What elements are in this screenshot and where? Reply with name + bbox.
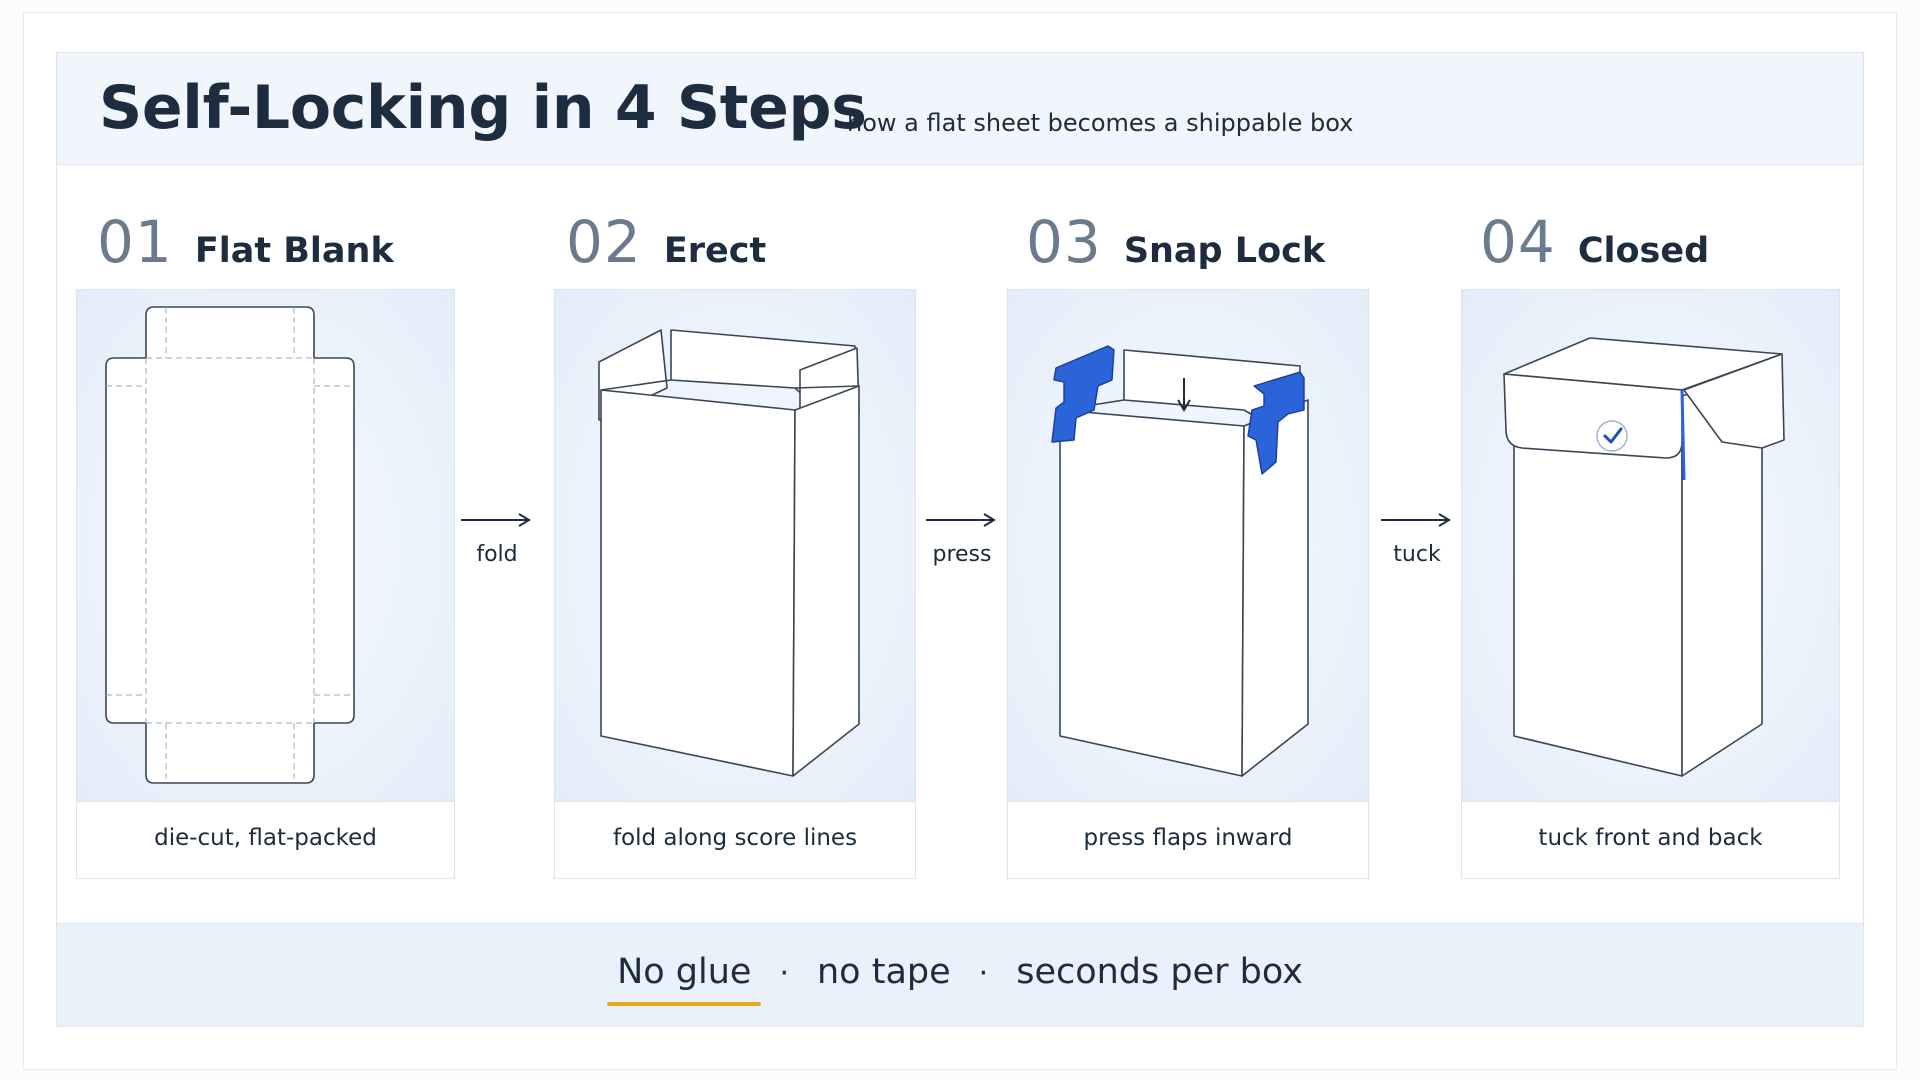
step-art-1 [77,290,454,802]
connector-tuck: tuck [1367,510,1467,570]
step-name: Flat Blank [194,231,394,271]
connector-label: press [932,542,992,567]
step-panel-3: press flaps inward [1007,289,1369,879]
connector-fold: fold [447,510,547,570]
step-number: 03 [1026,208,1102,276]
step-name: Snap Lock [1123,231,1326,271]
step-art-2 [555,290,915,802]
check-icon [1596,420,1628,452]
step-panel-1: die-cut, flat-packed [76,289,455,879]
arrow-right-icon [1381,513,1451,527]
step-number: 01 [97,208,173,276]
connector-label: tuck [1393,542,1441,567]
flat-blank-dieline-icon [105,306,355,784]
connector-press: press [912,510,1012,570]
footer-row: No glue · no tape · seconds per box [57,952,1863,1006]
page-subtitle: how a flat sheet becomes a shippable box [847,109,1354,137]
page-title: Self-Locking in 4 Steps [99,73,867,143]
footer-item-no-tape: no tape [817,952,951,992]
step-name: Closed [1577,231,1710,271]
step-header-3: 03 Snap Lock [1026,208,1325,278]
header: Self-Locking in 4 Steps how a flat sheet… [56,52,1864,165]
closed-box-icon [1503,337,1785,777]
footer-item-seconds: seconds per box [1016,952,1303,992]
separator-dot: · [779,956,789,991]
connector-label: fold [476,542,518,567]
step-header-2: 02 Erect [566,208,766,278]
step-number: 04 [1480,208,1556,276]
arrow-right-icon [926,513,996,527]
step-name: Erect [663,231,767,271]
snap-lock-box-icon [1051,345,1309,777]
step-art-4 [1462,290,1839,802]
footer-item-no-glue: No glue [607,952,762,1006]
step-panel-2: fold along score lines [554,289,916,879]
step-caption: die-cut, flat-packed [154,825,377,851]
step-number: 02 [566,208,642,276]
step-header-1: 01 Flat Blank [97,208,394,278]
step-header-4: 04 Closed [1480,208,1709,278]
step-caption: tuck front and back [1538,825,1763,851]
step-panel-4: tuck front and back [1461,289,1840,879]
step-caption: press flaps inward [1083,825,1293,851]
step-art-3 [1008,290,1368,802]
erected-box-icon [598,329,860,777]
footer-banner: No glue · no tape · seconds per box [56,923,1864,1027]
separator-dot: · [978,956,989,991]
arrow-right-icon [461,513,531,527]
step-caption: fold along score lines [612,825,858,851]
